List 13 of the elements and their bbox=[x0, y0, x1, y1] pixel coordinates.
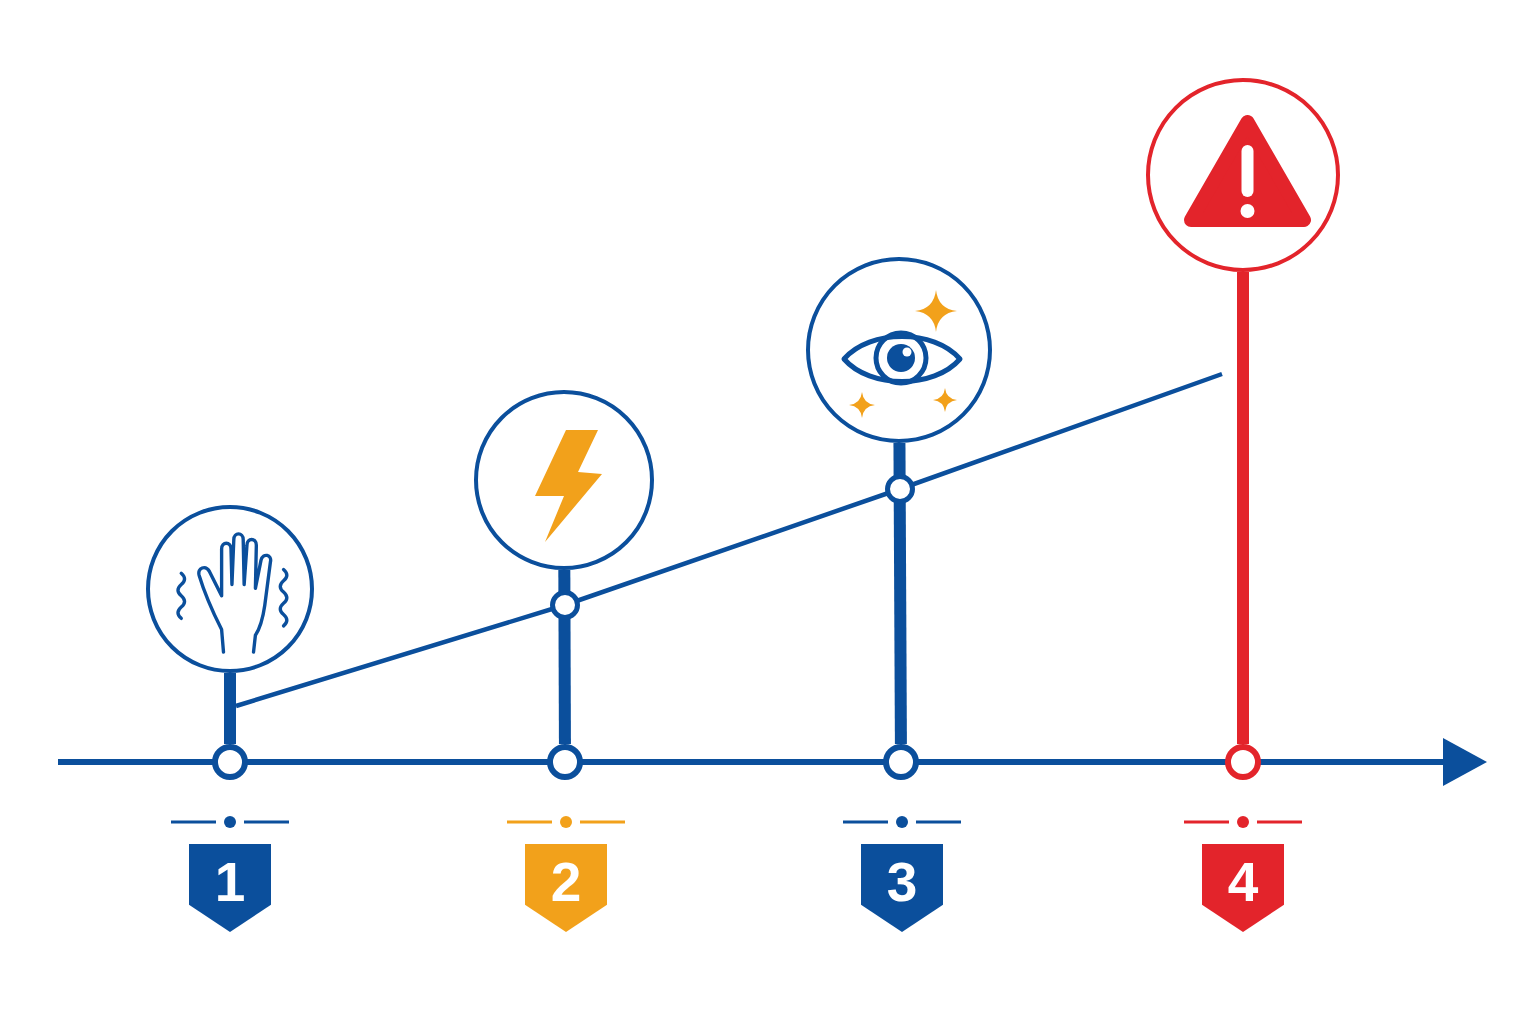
step-number: 3 bbox=[886, 854, 918, 910]
stem-line bbox=[224, 673, 236, 744]
step-badge bbox=[525, 844, 607, 932]
stem-line bbox=[558, 569, 571, 745]
stem-line bbox=[1237, 272, 1249, 744]
step-badge bbox=[861, 844, 943, 932]
step-number: 2 bbox=[550, 854, 582, 910]
step-number: 4 bbox=[1227, 854, 1259, 910]
step-number: 1 bbox=[214, 854, 246, 910]
step-badge bbox=[189, 844, 271, 932]
timeline-marker bbox=[1225, 744, 1261, 780]
step-badge bbox=[1202, 844, 1284, 932]
stem-line bbox=[893, 442, 907, 744]
